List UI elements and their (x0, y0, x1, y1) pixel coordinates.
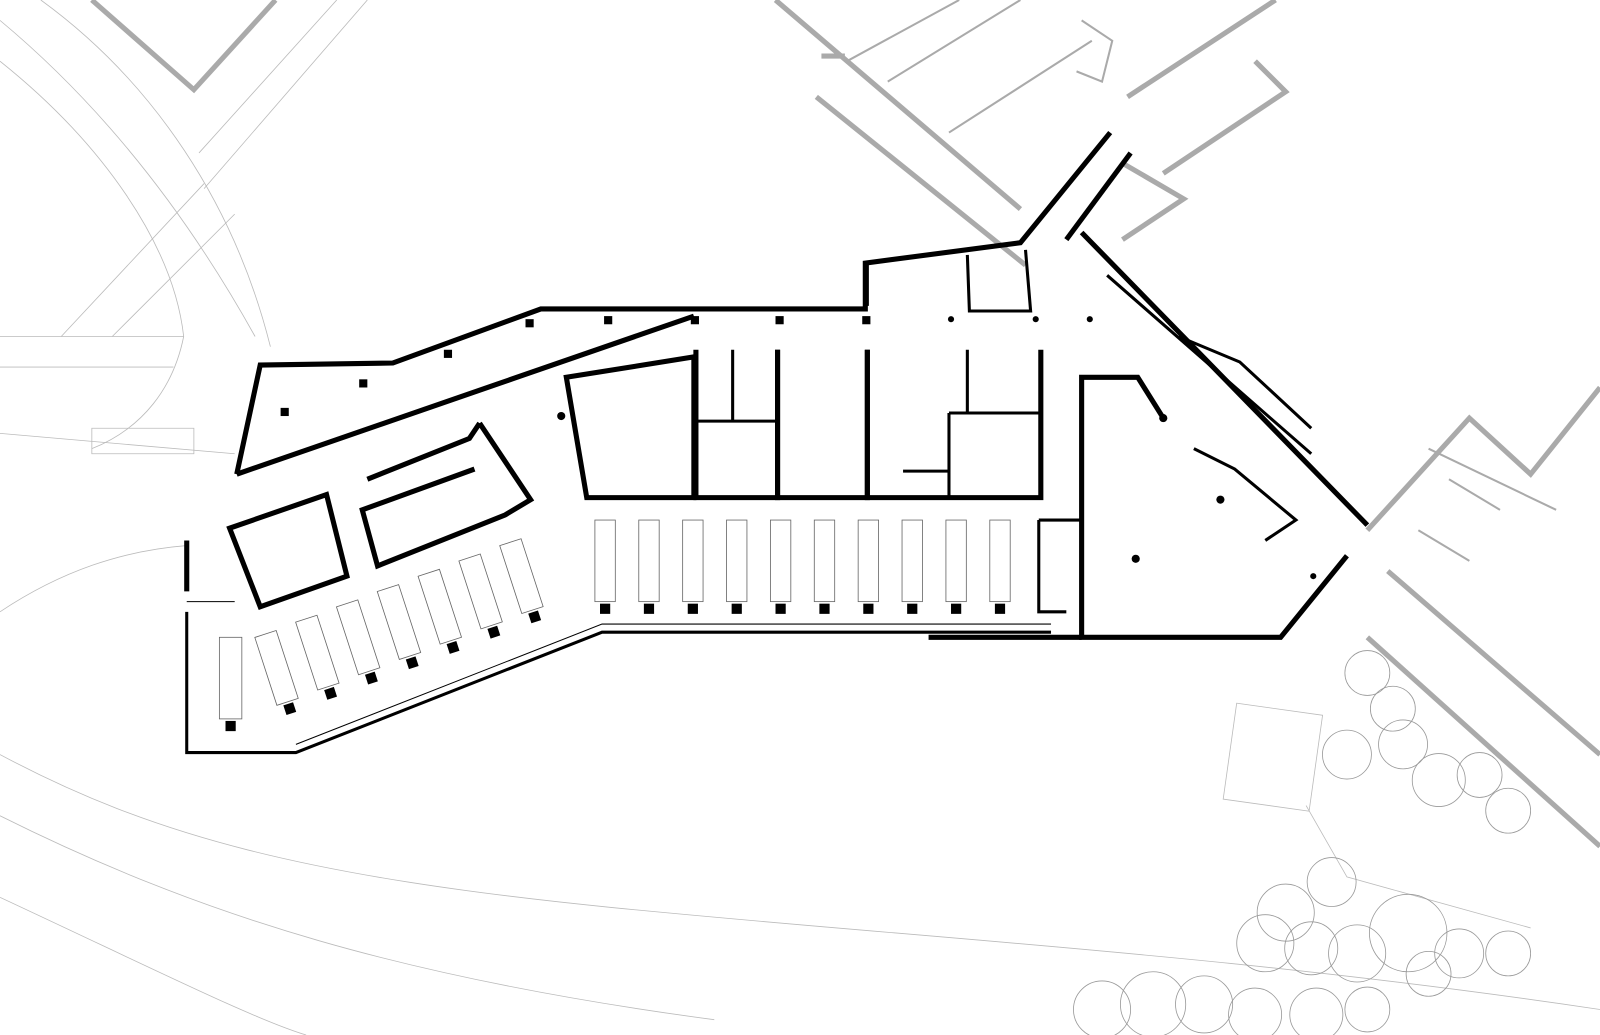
column (600, 603, 611, 614)
column (775, 603, 786, 614)
column (487, 625, 501, 639)
column (643, 603, 655, 614)
lab-bench (857, 519, 879, 603)
lab-bench (945, 519, 967, 603)
trees (1073, 650, 1532, 1035)
adjacent-buildings (90, 0, 1600, 849)
lab-bench (218, 636, 243, 720)
column (225, 720, 236, 732)
lab-bench (458, 553, 503, 630)
lab-bench (254, 629, 299, 706)
column (819, 603, 830, 614)
facade (185, 601, 1052, 755)
column (951, 603, 962, 614)
lab-bench (295, 614, 340, 691)
rooms (226, 349, 1299, 614)
columns (280, 316, 1317, 580)
lab-bench (376, 584, 422, 660)
lab-bench (901, 519, 923, 603)
column (863, 603, 874, 614)
lab-bench (682, 519, 704, 603)
column (446, 641, 460, 654)
lab-bench (499, 538, 544, 615)
column (687, 603, 698, 614)
lab-bench (335, 599, 381, 676)
column (405, 656, 419, 670)
column (324, 686, 338, 700)
lab-bench (417, 568, 463, 645)
column (994, 603, 1006, 614)
column (731, 603, 742, 614)
column (364, 671, 378, 685)
column (907, 603, 918, 614)
lab-bench (989, 519, 1011, 603)
column (528, 610, 542, 624)
lab-bench (770, 519, 792, 603)
lab-bench (726, 519, 748, 603)
column (283, 702, 297, 716)
building-walls (184, 130, 1370, 640)
lab-bench (638, 519, 660, 603)
lab-bench (813, 519, 836, 603)
lab-bench (594, 519, 616, 603)
lab-benches (218, 519, 1011, 732)
